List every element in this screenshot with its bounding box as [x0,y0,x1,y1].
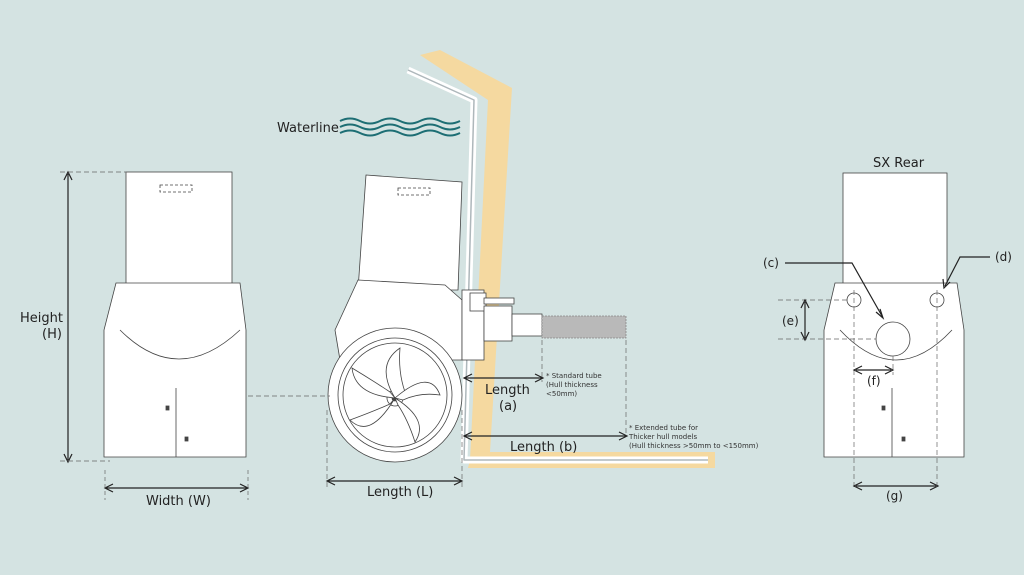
e-label: (e) [782,314,799,328]
front-view [103,171,247,458]
rear-view [823,172,965,458]
length-a-label-sub: (a) [499,399,517,414]
reference-lines [248,340,627,488]
d-leader [942,256,990,290]
propeller-icon [349,347,441,443]
length-a-dimension [462,373,545,383]
waterline-label: Waterline [277,121,339,136]
extended-tube-note-3: (Hull thickness >50mm to <150mm) [629,442,759,450]
standard-tube-note-2: (Hull thickness [546,381,598,389]
width-dimension [103,470,250,500]
length-l-dimension [325,476,464,486]
standard-tube-note-3: <50mm) [546,390,577,398]
c-leader [785,262,885,320]
extended-tube-note-1: * Extended tube for [629,424,698,432]
length-a-label: Length [485,383,530,398]
f-label: (f) [867,374,881,388]
g-label: (g) [886,489,903,503]
width-label: Width (W) [146,494,211,509]
d-label: (d) [995,250,1012,264]
height-dimension [60,170,128,464]
length-b-dimension [462,431,629,441]
sx-rear-title: SX Rear [873,156,925,171]
f-dimension [852,365,895,375]
g-dimension [852,481,940,491]
standard-tube-note-1: * Standard tube [546,372,602,380]
rear-reference-lines [778,290,938,490]
height-label: Height [20,311,63,326]
side-view [327,174,627,463]
length-l-label: Length (L) [367,485,433,500]
waterline-waves [339,117,461,137]
hull-section [420,50,715,468]
extended-tube-note-2: Thicker hull models [628,433,698,441]
height-label-sub: (H) [42,327,62,342]
e-dimension [800,298,810,342]
length-b-label: Length (b) [510,440,577,455]
c-label: (c) [763,256,779,270]
